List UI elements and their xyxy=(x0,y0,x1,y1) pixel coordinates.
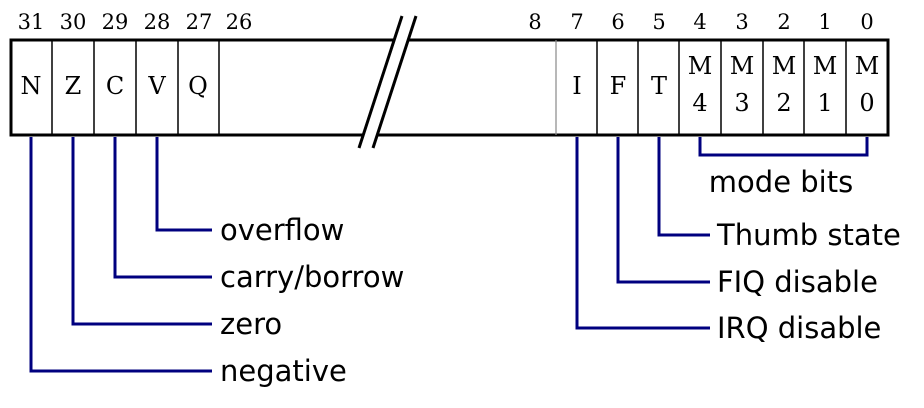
register-outline xyxy=(9,38,890,137)
leader-overflow xyxy=(155,137,212,232)
flag-n: N xyxy=(21,72,42,100)
leader-fiq xyxy=(616,137,710,284)
label-thumb-state: Thumb state xyxy=(716,218,901,252)
mode-bits-bracket xyxy=(698,137,869,157)
label-fiq-disable: FIQ disable xyxy=(717,265,878,299)
mode-cell-2-top: M xyxy=(772,52,797,80)
bit-number-27: 27 xyxy=(186,10,213,34)
flag-t: T xyxy=(651,72,667,100)
bit-number-26: 26 xyxy=(226,10,253,34)
leader-lines xyxy=(29,137,869,373)
bit-number-2: 2 xyxy=(777,10,790,34)
bit-number-5: 5 xyxy=(652,10,665,34)
bit-number-30: 30 xyxy=(60,10,87,34)
flag-z: Z xyxy=(65,72,82,100)
field-labels: overflow carry/borrow zero negative Thum… xyxy=(220,165,901,388)
low-flag-letters: I F T xyxy=(572,72,667,100)
mode-cell-1-bottom: 1 xyxy=(817,89,832,117)
leader-zero xyxy=(71,137,212,326)
break-marks xyxy=(357,15,418,149)
mode-cell-4-bottom: 4 xyxy=(692,89,707,117)
bit-number-6: 6 xyxy=(611,10,624,34)
mode-cell-3-top: M xyxy=(730,52,755,80)
mode-cell-0-top: M xyxy=(855,52,880,80)
flag-c: C xyxy=(106,72,124,100)
mode-cell-3-bottom: 3 xyxy=(734,89,749,117)
label-irq-disable: IRQ disable xyxy=(717,311,881,345)
label-carry-borrow: carry/borrow xyxy=(220,260,404,294)
mode-cell-1-top: M xyxy=(813,52,838,80)
mode-cells: M 4 M 3 M 2 M 1 M 0 xyxy=(688,52,880,117)
leader-negative xyxy=(29,137,212,373)
label-negative: negative xyxy=(220,354,347,388)
leader-thumb xyxy=(657,137,710,237)
leader-carry xyxy=(113,137,212,279)
bit-number-7: 7 xyxy=(570,10,583,34)
bit-number-row: 31 30 29 28 27 26 8 7 6 5 4 3 2 1 0 xyxy=(18,10,874,34)
flag-v: V xyxy=(147,72,166,100)
bit-number-28: 28 xyxy=(144,10,171,34)
bit-number-31: 31 xyxy=(18,10,45,34)
flag-f: F xyxy=(610,72,627,100)
register-box xyxy=(9,15,890,149)
label-zero: zero xyxy=(220,307,282,341)
flag-q: Q xyxy=(188,72,208,100)
bit-number-8: 8 xyxy=(528,10,541,34)
label-mode-bits: mode bits xyxy=(709,165,853,199)
bit-number-0: 0 xyxy=(860,10,873,34)
mode-cell-4-top: M xyxy=(688,52,713,80)
bit-number-4: 4 xyxy=(693,10,706,34)
bit-number-3: 3 xyxy=(735,10,748,34)
label-overflow: overflow xyxy=(220,213,344,247)
bit-number-1: 1 xyxy=(818,10,831,34)
flag-i: I xyxy=(572,72,581,100)
bit-number-29: 29 xyxy=(102,10,129,34)
leader-irq xyxy=(575,137,710,330)
mode-cell-2-bottom: 2 xyxy=(776,89,791,117)
mode-cell-0-bottom: 0 xyxy=(859,89,874,117)
high-flag-letters: N Z C V Q xyxy=(21,72,208,100)
